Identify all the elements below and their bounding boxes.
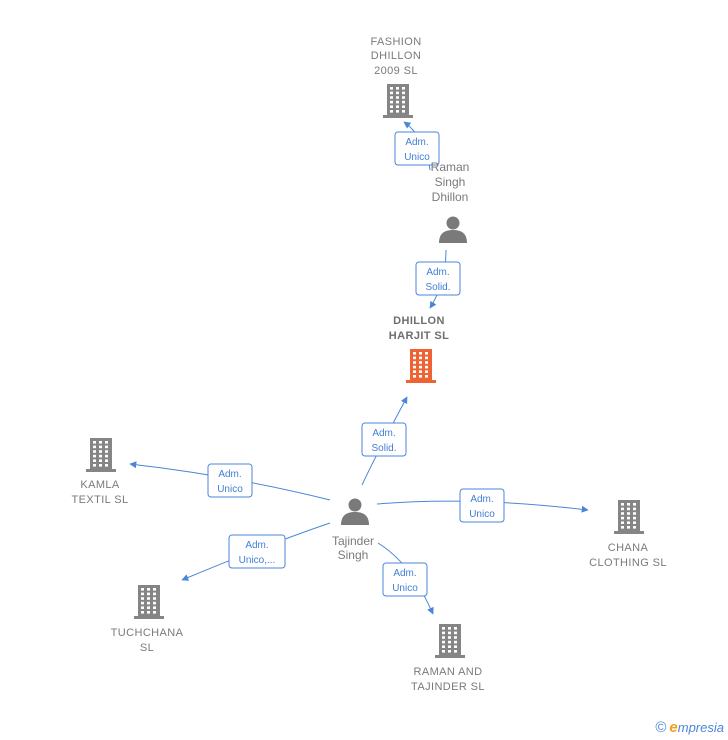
node-tajinder-singh[interactable]: Tajinder Singh <box>332 498 374 563</box>
copyright-icon: © <box>655 719 667 736</box>
node-label-line: TAJINDER SL <box>411 681 485 693</box>
node-label-line: Singh <box>435 175 466 189</box>
edge-label-raman-to-fashion[interactable]: Adm. Unico <box>394 131 440 166</box>
node-label-line: Raman <box>431 160 470 174</box>
edge-label-line: Adm. <box>245 540 268 551</box>
edge-label-line: Adm. <box>393 568 416 579</box>
edge-label-line: Solid. <box>425 282 450 293</box>
node-label-line: DHILLON <box>393 315 445 327</box>
node-label-line: CHANA <box>608 542 649 554</box>
building-icon <box>406 349 436 383</box>
node-label-line: SL <box>140 642 154 654</box>
node-label-line: FASHION <box>370 36 421 48</box>
edge-label-line: Unico <box>217 484 243 495</box>
node-fashion-dhillon[interactable]: FASHION DHILLON 2009 SL <box>370 36 421 118</box>
edge-label-line: Adm. <box>405 137 428 148</box>
edge-label-line: Adm. <box>470 494 493 505</box>
edge-label-line: Adm. <box>426 267 449 278</box>
edge-label-line: Adm. <box>218 469 241 480</box>
edge-label-line: Solid. <box>371 443 396 454</box>
node-label-line: TEXTIL SL <box>72 494 129 506</box>
edge-label-tajinder-to-raman-tajinder[interactable]: Adm. Unico <box>382 562 428 597</box>
edge-label-tajinder-to-tuchchana[interactable]: Adm. Unico,... <box>228 534 286 569</box>
node-label-line: CLOTHING SL <box>589 557 667 569</box>
node-chana-clothing[interactable]: CHANA CLOTHING SL <box>589 500 667 569</box>
node-raman-and-tajinder[interactable]: RAMAN AND TAJINDER SL <box>411 624 485 693</box>
node-label-line: 2009 SL <box>374 65 418 77</box>
edge-label-line: Unico <box>404 152 430 163</box>
person-icon <box>439 216 467 243</box>
building-icon <box>614 500 644 534</box>
edge-label-tajinder-to-chana[interactable]: Adm. Unico <box>459 488 505 523</box>
building-icon <box>134 585 164 619</box>
node-label-line: TUCHCHANA <box>111 627 184 639</box>
node-label-line: Tajinder <box>332 534 374 548</box>
edge-label-tajinder-to-dhillon[interactable]: Adm. Solid. <box>361 422 407 457</box>
edge-label-tajinder-to-kamla[interactable]: Adm. Unico <box>207 463 253 498</box>
building-icon <box>383 84 413 118</box>
edge-label-line: Adm. <box>372 428 395 439</box>
person-icon <box>341 498 369 525</box>
edge-label-raman-to-dhillon[interactable]: Adm. Solid. <box>415 261 461 296</box>
node-kamla-textil[interactable]: KAMLA TEXTIL SL <box>72 438 129 506</box>
node-label-line: RAMAN AND <box>414 666 483 678</box>
node-raman-singh-dhillon[interactable]: Raman Singh Dhillon <box>431 160 470 243</box>
node-label-line: Singh <box>338 548 369 562</box>
edge-label-line: Unico <box>392 583 418 594</box>
node-dhillon-harjit[interactable]: DHILLON HARJIT SL <box>389 315 449 383</box>
edge-label-line: Unico <box>469 509 495 520</box>
edge-label-line: Unico,... <box>239 555 276 566</box>
brand-logo: empresia <box>669 719 724 736</box>
node-label-line: HARJIT SL <box>389 330 449 342</box>
empresia-watermark: © empresia <box>655 719 724 736</box>
node-label-line: DHILLON <box>371 50 421 62</box>
node-label-line: Dhillon <box>432 190 469 204</box>
node-tuchchana[interactable]: TUCHCHANA SL <box>111 585 184 654</box>
node-label-line: KAMLA <box>80 479 120 491</box>
building-icon <box>86 438 116 472</box>
building-icon <box>435 624 465 658</box>
